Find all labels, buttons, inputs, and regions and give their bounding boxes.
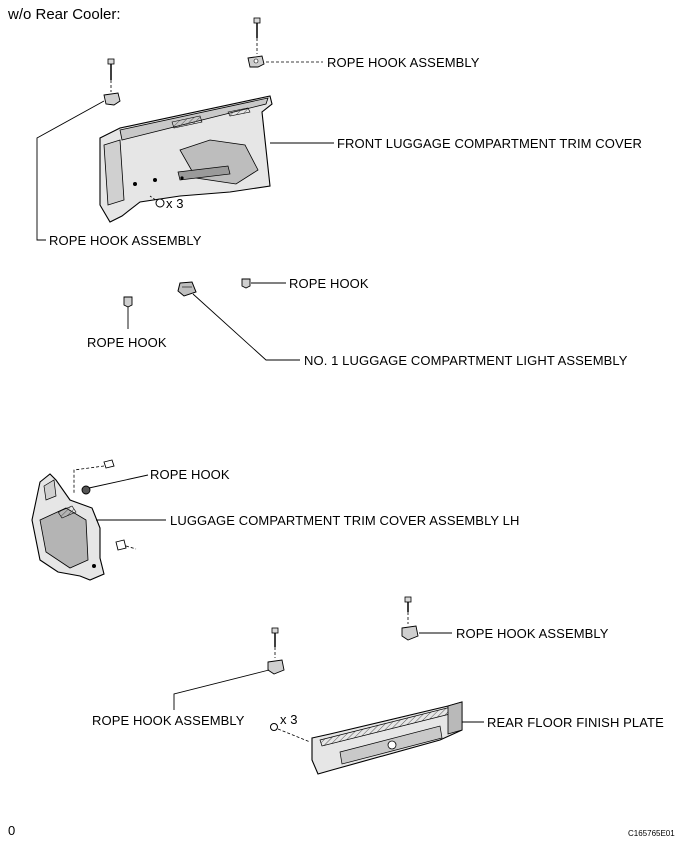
hook-icon: [81, 485, 91, 495]
label-rope-hook-left: ROPE HOOK: [87, 335, 167, 350]
bolt-icon: [271, 627, 279, 647]
label-rope-hook-assembly-top: ROPE HOOK ASSEMBLY: [327, 55, 480, 70]
clip-icon: [270, 723, 278, 731]
label-rear-floor-plate: REAR FLOOR FINISH PLATE: [487, 715, 664, 730]
hook-bracket-icon: [247, 55, 265, 68]
bolt-icon: [404, 596, 412, 612]
page-title: w/o Rear Cooler:: [8, 6, 121, 23]
clip-icon: [115, 539, 127, 551]
hook-bracket-icon: [103, 92, 121, 106]
label-rope-hook-assembly-right: ROPE HOOK ASSEMBLY: [456, 626, 609, 641]
rope-hook-right-part: [241, 278, 286, 289]
clip-icon: [149, 195, 165, 208]
rope-hook-mid-part: [73, 459, 149, 551]
front-trim-cover-part: [99, 95, 334, 223]
clip-icon: [103, 459, 115, 469]
label-rope-hook-mid: ROPE HOOK: [150, 467, 230, 482]
hook-icon: [241, 278, 251, 289]
footer-left-mark: 0: [8, 823, 16, 838]
rear-floor-plate-part: [270, 701, 484, 775]
hook-bracket-icon: [401, 625, 419, 641]
hook-icon: [123, 296, 133, 308]
figure-code: C165765E01: [628, 829, 675, 838]
rope-hook-assembly-top-part: [247, 17, 323, 68]
label-luggage-light: NO. 1 LUGGAGE COMPARTMENT LIGHT ASSEMBLY: [304, 353, 628, 368]
label-rope-hook-right: ROPE HOOK: [289, 276, 369, 291]
bolt-icon: [107, 58, 115, 80]
hook-bracket-icon: [267, 659, 285, 675]
label-rope-hook-assembly-bottom: ROPE HOOK ASSEMBLY: [92, 713, 245, 728]
label-front-trim-cover: FRONT LUGGAGE COMPARTMENT TRIM COVER: [337, 136, 643, 151]
bolt-icon: [253, 17, 261, 38]
luggage-light-part: [177, 281, 300, 361]
rope-hook-assembly-bottom-part: [173, 627, 285, 710]
rope-hook-assembly-left-part: [36, 58, 121, 241]
label-clip-qty-rear: x 3: [280, 712, 298, 727]
rope-hook-assembly-right-part: [401, 596, 452, 641]
label-rope-hook-assembly-left: ROPE HOOK ASSEMBLY: [49, 233, 202, 248]
lamp-icon: [177, 281, 197, 297]
label-clip-qty-front: x 3: [166, 196, 184, 211]
label-trim-cover-lh: LUGGAGE COMPARTMENT TRIM COVER ASSEMBLY …: [170, 513, 520, 528]
trim-cover-lh-part: [31, 473, 166, 581]
rope-hook-left-part: [123, 296, 133, 329]
